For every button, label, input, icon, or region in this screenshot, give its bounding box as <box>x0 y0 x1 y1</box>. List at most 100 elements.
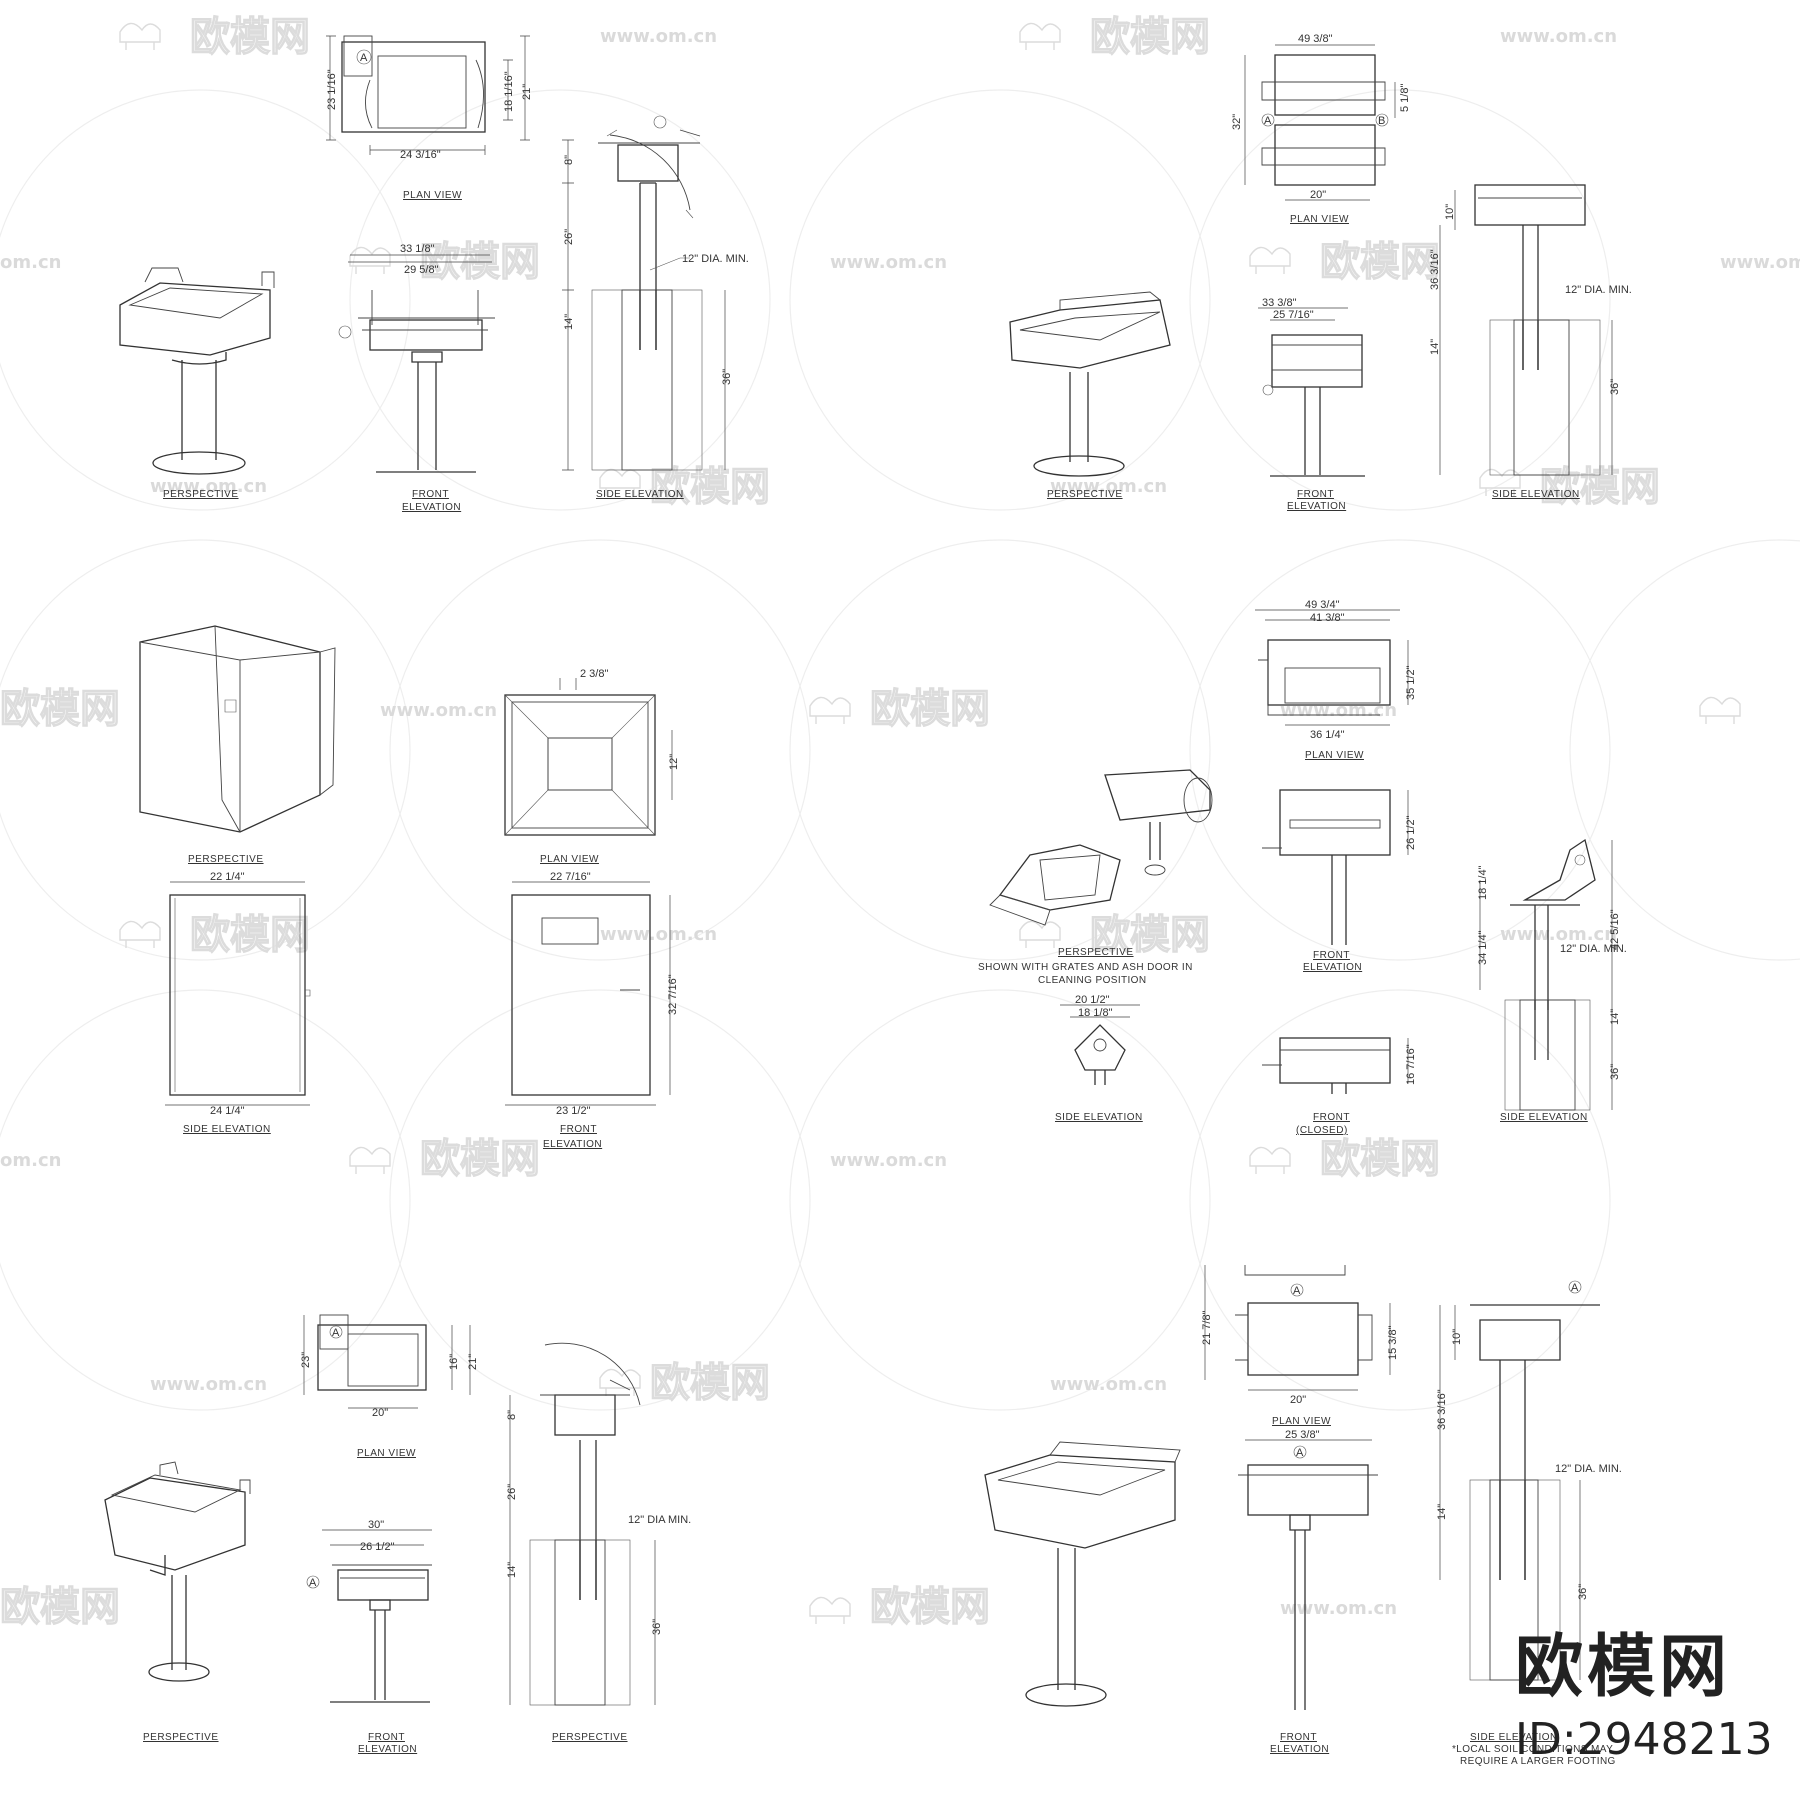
grill4-dim: 16" <box>448 1354 460 1370</box>
grill5-label: SIDE ELEVATION <box>1470 1732 1558 1743</box>
grill2-dim: 12" DIA. MIN. <box>1565 284 1632 296</box>
grill3-label: SIDE ELEVATION <box>1500 1112 1588 1123</box>
grill2-label: SIDE ELEVATION <box>1492 489 1580 500</box>
grill4-label: PERSPECTIVE <box>552 1732 628 1743</box>
bin-label: FRONT <box>560 1124 597 1135</box>
grill3-dim: 42 5/16" <box>1609 909 1621 950</box>
wm-url: om.cn <box>0 1150 61 1171</box>
grill2-dim: 36" <box>1609 379 1621 395</box>
grill4-dim: 21" <box>467 1354 479 1370</box>
grill4-dim: 26 1/2" <box>360 1541 395 1553</box>
grill1-dim: 21" <box>521 84 533 100</box>
grill4-dim: 14" <box>506 1562 518 1578</box>
grill2-dim: 10" <box>1444 204 1456 220</box>
bin-dim: 32 7/16" <box>667 974 679 1015</box>
grill4-callout: A <box>309 1577 317 1589</box>
grill4-dim: 30" <box>368 1519 384 1531</box>
grill5-callout: A <box>1571 1282 1579 1294</box>
grill5-callout: A <box>1296 1447 1304 1459</box>
grill5-note: REQUIRE A LARGER FOOTING <box>1460 1756 1616 1767</box>
grill5-dim: 15 3/8" <box>1387 1325 1399 1360</box>
grill3-dim: 18 1/4" <box>1477 865 1489 900</box>
grill3-label: PLAN VIEW <box>1305 750 1364 761</box>
grill2-dim: 20" <box>1310 189 1326 201</box>
grill5-panel: A 21 7/8" 15 3/8" 20" PLAN VIEW 25 3/8" … <box>984 1265 1622 1767</box>
grill4-label: PERSPECTIVE <box>143 1732 219 1743</box>
grill4-side-elevation: 8" 26" 14" 36" 12" DIA MIN. PERSPECTIVE <box>506 1342 691 1743</box>
wm-brand: 欧模网 <box>870 1584 990 1630</box>
grill3-note: SHOWN WITH GRATES AND ASH DOOR IN <box>978 962 1193 973</box>
grill2-label: FRONT <box>1297 489 1334 500</box>
grill5-callout: A <box>1293 1285 1301 1297</box>
grill1-callout: A <box>360 52 368 64</box>
grill1-dim: 23 1/16" <box>326 69 338 110</box>
wm-url: www.om.cn <box>1500 26 1617 47</box>
bin-dim: 2 3/8" <box>580 668 608 680</box>
grill3-label: FRONT <box>1313 1112 1350 1123</box>
grill1-perspective: PERSPECTIVE <box>119 267 275 500</box>
grill4-dim: 12" DIA MIN. <box>628 1514 691 1526</box>
wm-brand: 欧模网 <box>190 912 310 958</box>
grill2-panel: A B 49 3/8" 5 1/8" 32" 20" PLAN VIEW PER… <box>1009 33 1632 512</box>
grill1-dim: 26" <box>563 229 575 245</box>
grill2-label: PERSPECTIVE <box>1047 489 1123 500</box>
wm-url: www.om.cn <box>830 1150 947 1171</box>
grill3-dim: 49 3/4" <box>1305 599 1340 611</box>
bin-label: SIDE ELEVATION <box>183 1124 271 1135</box>
wm-url: www.om.cn <box>830 252 947 273</box>
grill5-dim: 12" DIA. MIN. <box>1555 1463 1622 1475</box>
grill3-dim: 36 1/4" <box>1310 729 1345 741</box>
bin-dim: 12" <box>668 754 680 770</box>
wm-brand: 欧模网 <box>1320 239 1440 285</box>
bin-dim: 24 1/4" <box>210 1105 245 1117</box>
grill2-dim: 49 3/8" <box>1298 33 1333 45</box>
wm-brand: 欧模网 <box>190 14 310 60</box>
grill2-plan-view: A B 49 3/8" 5 1/8" 32" 20" PLAN VIEW <box>1231 33 1411 225</box>
grill2-dim: 5 1/8" <box>1399 84 1411 112</box>
bin-label: PLAN VIEW <box>540 854 599 865</box>
wm-brand: 欧模网 <box>0 686 120 732</box>
bin-panel: PERSPECTIVE 2 3/8" 12" PLAN VIEW 22 1/4"… <box>139 625 680 1150</box>
wm-brand: 欧模网 <box>0 1584 120 1630</box>
grill5-dim: 20" <box>1290 1394 1306 1406</box>
grill2-dim: 36 3/16" <box>1429 249 1441 290</box>
wm-brand: 欧模网 <box>650 1360 770 1406</box>
grill4-dim: 8" <box>506 1410 518 1420</box>
grill2-perspective: PERSPECTIVE <box>1009 291 1171 500</box>
grill2-dim: 14" <box>1429 339 1441 355</box>
bin-perspective: PERSPECTIVE <box>139 625 336 865</box>
grill4-callout: A <box>332 1327 340 1339</box>
bin-plan-view: 2 3/8" 12" PLAN VIEW <box>504 668 680 865</box>
grill2-dim: 33 3/8" <box>1262 297 1297 309</box>
grill3-dim: 20 1/2" <box>1075 994 1110 1006</box>
grill1-dim: 33 1/8" <box>400 243 435 255</box>
grill1-front-elevation: 33 1/8" 29 5/8" FRONT ELEVATION <box>338 243 495 513</box>
grill3-side-small: 20 1/2" 18 1/8" SIDE ELEVATION <box>1055 994 1143 1123</box>
grill2-label: PLAN VIEW <box>1290 214 1349 225</box>
grill3-label: ELEVATION <box>1303 962 1362 973</box>
grill3-plan-view: 49 3/4" 41 3/8" 35 1/2" 36 1/4" PLAN VIE… <box>1255 599 1417 761</box>
grill4-label: PLAN VIEW <box>357 1448 416 1459</box>
grill5-dim: 36" <box>1577 1584 1589 1600</box>
grill3-label: FRONT <box>1313 950 1350 961</box>
grill1-dim: 12" DIA. MIN. <box>682 253 749 265</box>
grill5-front-elevation: 25 3/8" A FRONT ELEVATION <box>1238 1429 1378 1755</box>
grill3-label: SIDE ELEVATION <box>1055 1112 1143 1123</box>
grill2-label: ELEVATION <box>1287 501 1346 512</box>
grill3-dim: 36" <box>1609 1064 1621 1080</box>
grill2-dim: 25 7/16" <box>1273 309 1314 321</box>
bin-side-elevation: 22 1/4" 24 1/4" SIDE ELEVATION <box>165 871 311 1135</box>
grill1-dim: 18 1/16" <box>503 71 515 112</box>
wm-url: www.om.cn <box>1050 476 1167 497</box>
grill1-dim: 24 3/16" <box>400 149 441 161</box>
grill5-dim: 21 7/8" <box>1201 1310 1213 1345</box>
grill2-callout: A <box>1264 115 1272 127</box>
grill5-note: *LOCAL SOIL CONDITIONS MAY <box>1452 1744 1613 1755</box>
grill3-dim: 41 3/8" <box>1310 612 1345 624</box>
grill4-dim: 26" <box>506 1484 518 1500</box>
wm-url: www.om.cn <box>1280 1598 1397 1619</box>
bin-label: ELEVATION <box>543 1139 602 1150</box>
grill5-perspective <box>984 1441 1181 1707</box>
grill1-label: PERSPECTIVE <box>163 489 239 500</box>
